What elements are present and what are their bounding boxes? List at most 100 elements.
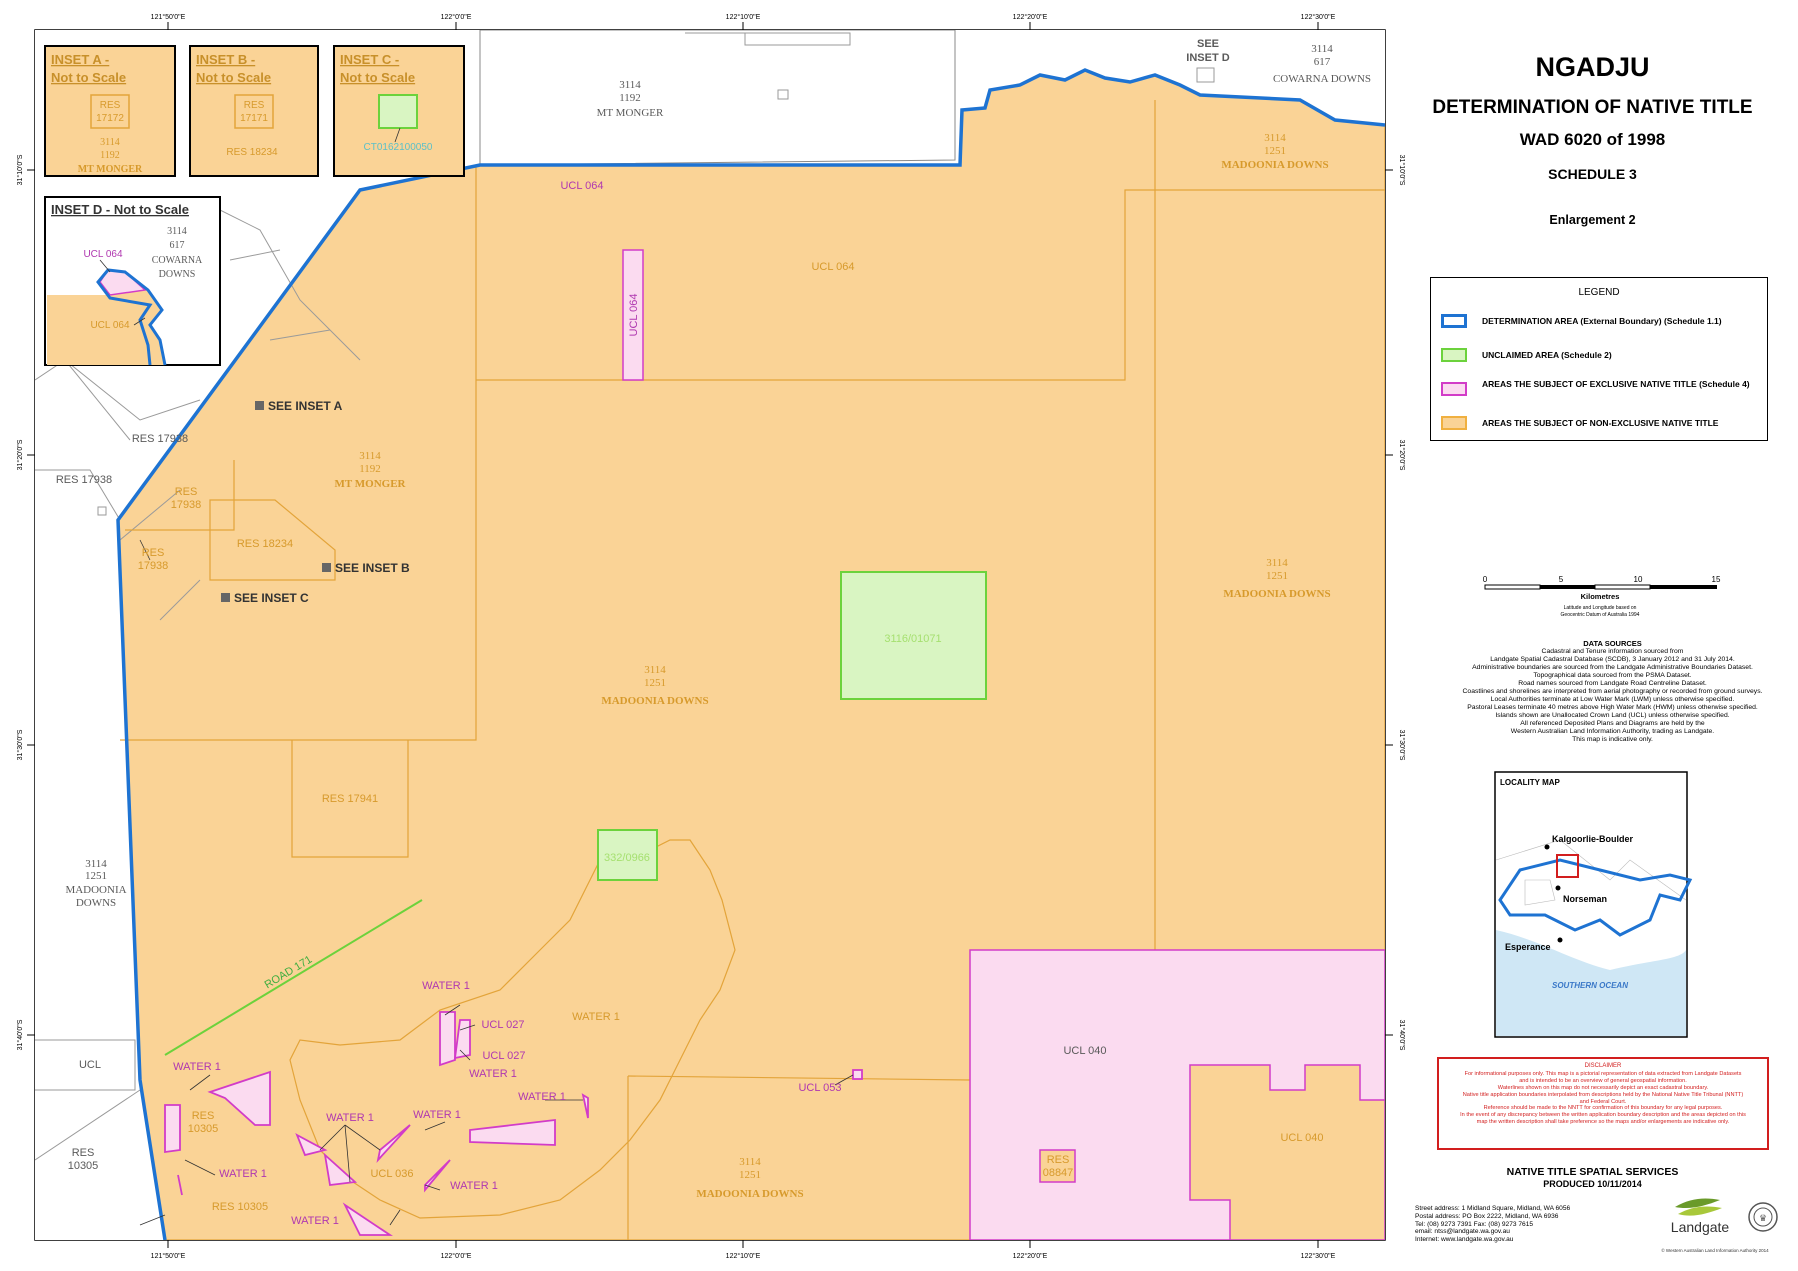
graticule-ticks bbox=[27, 22, 1393, 1248]
inset-b-sub: Not to Scale bbox=[196, 70, 271, 85]
mt-monger-top-l1: 3114 bbox=[619, 79, 641, 91]
legend-label: UNCLAIMED AREA (Schedule 2) bbox=[1482, 350, 1612, 360]
legend-swatch-pink bbox=[1441, 382, 1467, 396]
disclaimer-line: Native title application boundaries inte… bbox=[1462, 1091, 1744, 1098]
see-inset-a: SEE INSET A bbox=[268, 399, 343, 413]
madoonia-w-l2: 1251 bbox=[85, 870, 107, 882]
madoonia-e-l3: MADOONIA DOWNS bbox=[1223, 588, 1330, 600]
water1-i: WATER 1 bbox=[291, 1215, 339, 1227]
inset-a: INSET A - Not to Scale RES 17172 3114 11… bbox=[44, 45, 176, 177]
scale-tick-15: 15 bbox=[1712, 575, 1721, 584]
logo-copyright: © Western Australian Land Information Au… bbox=[1661, 1247, 1769, 1253]
inset-a-l2: 1192 bbox=[100, 150, 120, 161]
res08847-l1: RES bbox=[1047, 1154, 1070, 1166]
disclaimer: DISCLAIMER For informational purposes on… bbox=[1437, 1057, 1769, 1150]
ucl040-label-a: UCL 040 bbox=[1063, 1045, 1106, 1057]
inset-d-ucl2: UCL 064 bbox=[90, 320, 130, 331]
mt-monger-top-l2: 1192 bbox=[619, 92, 641, 104]
madoonia-w-l3: MADOONIA bbox=[65, 884, 126, 896]
lon-label-bottom: 122°30'0"E bbox=[1301, 1252, 1336, 1260]
ucl-label: UCL bbox=[79, 1059, 101, 1071]
water1-e: WATER 1 bbox=[413, 1109, 461, 1121]
madoonia-w-l1: 3114 bbox=[85, 858, 107, 870]
inset-b-other: RES 18234 bbox=[226, 147, 278, 158]
map-layers bbox=[35, 30, 1385, 1240]
landgate-logo: Landgate ♛ © Western Australian Land Inf… bbox=[1661, 1198, 1778, 1253]
madoonia-ne-l3: MADOONIA DOWNS bbox=[1221, 159, 1328, 171]
cowarna-l2: 617 bbox=[1314, 56, 1331, 68]
scale-note-2: Geocentric Datum of Australia 1994 bbox=[1561, 612, 1640, 618]
mt-monger-mid-l3: MT MONGER bbox=[335, 478, 407, 490]
exclusive-polygons-sw bbox=[164, 1011, 863, 1236]
madoonia-c-l3: MADOONIA DOWNS bbox=[601, 695, 708, 707]
madoonia-s-l3: MADOONIA DOWNS bbox=[696, 1188, 803, 1200]
mt-monger-top-l3: MT MONGER bbox=[597, 107, 664, 119]
lon-label-bottom: 122°0'0"E bbox=[441, 1252, 472, 1260]
ucl036-label: UCL 036 bbox=[370, 1168, 413, 1180]
disclaimer-line: and is intended to be an overview of gen… bbox=[1519, 1077, 1687, 1084]
disclaimer-line: map the written description shall take p… bbox=[1476, 1119, 1730, 1126]
inset-d-l2: 617 bbox=[170, 240, 185, 251]
unclaimed-332 bbox=[597, 829, 658, 881]
inset-b-marker bbox=[322, 563, 331, 572]
res17938-b: RES 17938 bbox=[56, 474, 112, 486]
map-subtitle: DETERMINATION OF NATIVE TITLE bbox=[1432, 97, 1753, 118]
data-source-line: Administrative boundaries are sourced fr… bbox=[1472, 664, 1753, 671]
lon-label-top: 122°20'0"E bbox=[1013, 13, 1048, 21]
ucl064-exclusive bbox=[622, 249, 644, 381]
scale-bar: 0 5 10 15 Kilometres Latitude and Longit… bbox=[1483, 575, 1721, 618]
address-line: Tel: (08) 9273 7391 Fax: (08) 9273 7615 bbox=[1415, 1220, 1534, 1228]
data-source-line: Coastlines and shorelines are interprete… bbox=[1462, 688, 1763, 695]
address-line: Internet: www.landgate.wa.gov.au bbox=[1415, 1236, 1514, 1244]
lon-label-top: 122°30'0"E bbox=[1301, 13, 1336, 21]
inset-d-ucl1: UCL 064 bbox=[83, 249, 123, 260]
data-source-line: Landgate Spatial Cadastral Database (SCD… bbox=[1490, 656, 1735, 663]
see-inset-d-l1: SEE bbox=[1197, 38, 1219, 50]
inset-a-res-no: 17172 bbox=[96, 113, 124, 124]
res10305-sw-b: RES 10305 bbox=[212, 1201, 268, 1213]
madoonia-c-l2: 1251 bbox=[644, 677, 666, 689]
see-inset-d-l2: INSET D bbox=[1186, 52, 1229, 64]
case-number: WAD 6020 of 1998 bbox=[1519, 130, 1666, 149]
res10305-sw-l2: 10305 bbox=[188, 1123, 219, 1135]
locality-title: LOCALITY MAP bbox=[1500, 778, 1561, 787]
lon-label-bottom: 122°10'0"E bbox=[726, 1252, 761, 1260]
legend-label: AREAS THE SUBJECT OF NON-EXCLUSIVE NATIV… bbox=[1482, 418, 1719, 428]
data-source-line: All referenced Deposited Plans and Diagr… bbox=[1520, 720, 1705, 727]
inset-b-title: INSET B - bbox=[196, 52, 255, 67]
legend-swatch-orange bbox=[1441, 416, 1467, 430]
address-line: Street address: 1 Midland Square, Midlan… bbox=[1415, 1205, 1571, 1212]
scale-tick-0: 0 bbox=[1483, 575, 1488, 584]
data-source-line: Pastoral Leases terminate 40 metres abov… bbox=[1467, 704, 1758, 711]
res10305-l2: 10305 bbox=[68, 1160, 99, 1172]
res08847-box bbox=[1039, 1149, 1076, 1183]
cowarna-l1: 3114 bbox=[1311, 43, 1333, 55]
data-source-line: Road names sourced from Landgate Road Ce… bbox=[1518, 680, 1707, 687]
madoonia-c-l1: 3114 bbox=[644, 664, 666, 676]
inset-b-res-no: 17171 bbox=[240, 113, 268, 124]
parcel-3116-label: 3116/01071 bbox=[884, 633, 941, 645]
res17941-label: RES 17941 bbox=[322, 793, 378, 805]
inset-c-sub: Not to Scale bbox=[340, 70, 415, 85]
ucl064-top: UCL 064 bbox=[560, 180, 603, 192]
produced-date: PRODUCED 10/11/2014 bbox=[1543, 1179, 1642, 1189]
locality-ocean: SOUTHERN OCEAN bbox=[1552, 981, 1628, 990]
lat-label-right: 31°20'0"S bbox=[1398, 440, 1406, 471]
graticule-labels: 121°50'0"E 122°0'0"E 122°10'0"E 122°20'0… bbox=[16, 13, 1406, 1260]
ucl040-label-b: UCL 040 bbox=[1280, 1132, 1323, 1144]
res10305-sw-l1: RES bbox=[192, 1110, 215, 1122]
legend-label: DETERMINATION AREA (External Boundary) (… bbox=[1482, 316, 1722, 326]
mt-monger-north bbox=[479, 30, 956, 166]
data-source-line: Topographical data sourced from the PSMA… bbox=[1533, 672, 1692, 679]
logo-name: Landgate bbox=[1671, 1219, 1730, 1235]
locality-norseman: Norseman bbox=[1563, 894, 1607, 904]
lon-label-top: 122°10'0"E bbox=[726, 13, 761, 21]
north-coast bbox=[960, 30, 1385, 165]
water1-h: WATER 1 bbox=[450, 1180, 498, 1192]
map-title: NGADJU bbox=[1535, 52, 1650, 82]
inset-d-title: INSET D - Not to Scale bbox=[51, 202, 189, 217]
inset-c-title: INSET C - bbox=[340, 52, 399, 67]
data-sources: DATA SOURCES Cadastral and Tenure inform… bbox=[1435, 640, 1790, 744]
data-source-line: Western Australian Land Information Auth… bbox=[1510, 728, 1715, 735]
res17938-c-l2: 17938 bbox=[171, 499, 202, 511]
